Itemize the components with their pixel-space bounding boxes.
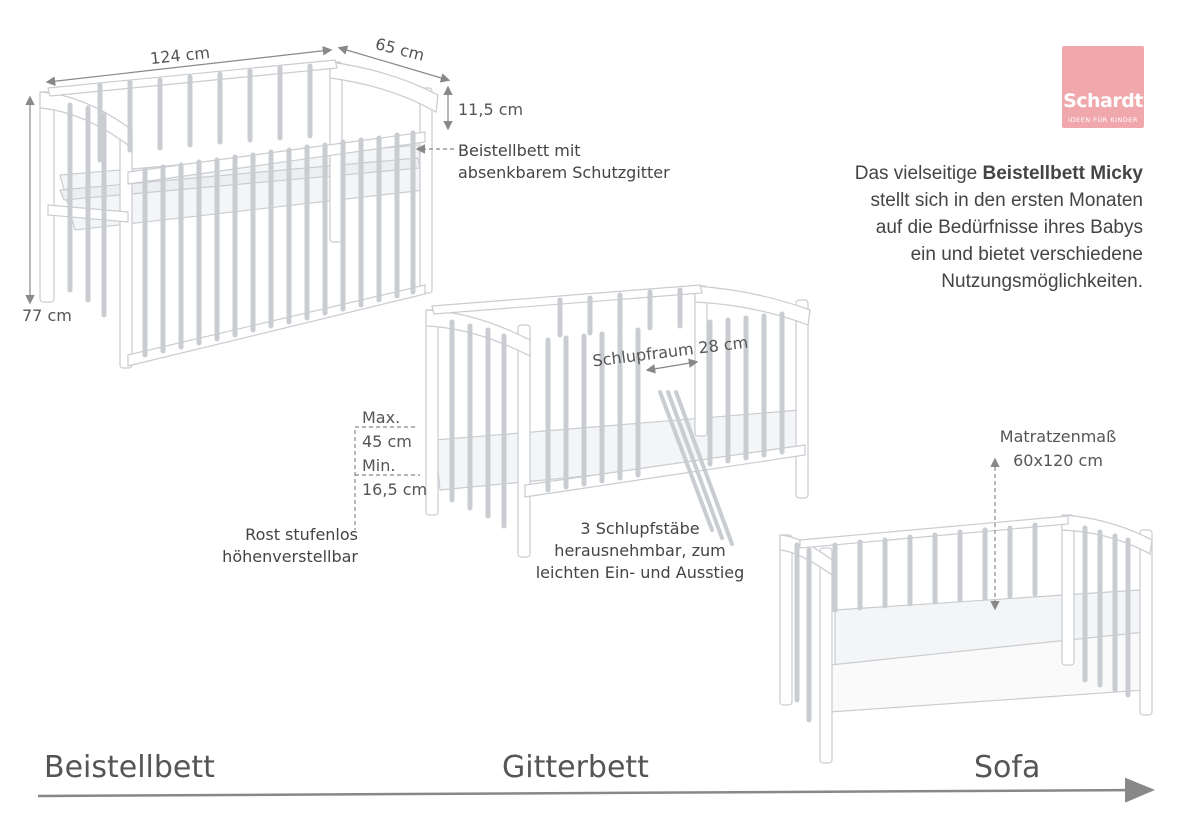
crib-side-bed-image: [39, 59, 439, 369]
base-note: Rost stufenlos höhenverstellbar: [210, 524, 358, 568]
logo-name: Schardt: [1063, 90, 1143, 112]
intro-line: auf die Bedürfnisse ihres Babys: [875, 217, 1143, 238]
intro-paragraph: Das vielseitige Beistellbett Micky stell…: [700, 160, 1143, 295]
stage-side-bed: Beistellbett: [44, 750, 215, 785]
slats-note-line: 3 Schlupfstäbe: [580, 519, 700, 538]
slats-note: 3 Schlupfstäbe herausnehmbar, zum leicht…: [520, 518, 760, 584]
intro-line: stellt sich in den ersten Monaten: [870, 190, 1144, 211]
stage-cot: Gitterbett: [502, 750, 649, 785]
base-note-line: höhenverstellbar: [222, 547, 358, 566]
base-note-line: Rost stufenlos: [245, 525, 358, 544]
side-bed-note-line: absenkbarem Schutzgitter: [458, 163, 670, 182]
intro-line: ein und bietet verschiedene: [910, 244, 1143, 265]
base-min-label: Min.: [362, 456, 396, 475]
timeline-arrow: [37, 777, 1155, 803]
intro-prefix: Das vielseitige: [854, 163, 978, 184]
dimension-lines: [25, 45, 1000, 611]
side-bed-note: Beistellbett mit absenkbarem Schutzgitte…: [458, 140, 670, 184]
side-bed-note-line: Beistellbett mit: [458, 141, 581, 160]
slats-note-line: herausnehmbar, zum: [554, 541, 726, 560]
mattress-label: Matratzenmaß: [999, 427, 1117, 446]
crib-cot-image: [425, 284, 811, 558]
rail-drop-label: 11,5 cm: [458, 100, 524, 119]
stage-sofa: Sofa: [974, 750, 1041, 785]
base-max-value: 45 cm: [362, 432, 412, 451]
sofa-image: [779, 514, 1153, 764]
mattress-value: 60x120 cm: [1013, 451, 1103, 470]
intro-product: Beistellbett Micky: [982, 163, 1144, 184]
base-max-label: Max.: [362, 408, 401, 427]
logo-tagline: IDEEN FÜR KINDER: [1068, 116, 1138, 124]
schardt-logo: Schardt IDEEN FÜR KINDER: [1062, 46, 1144, 128]
height-label: 77 cm: [22, 306, 72, 325]
base-min-value: 16,5 cm: [362, 480, 428, 499]
slats-note-line: leichten Ein- und Ausstieg: [535, 563, 745, 582]
intro-line: Nutzungsmöglichkeiten.: [941, 271, 1143, 292]
intro-line: Das vielseitige Beistellbett Micky: [700, 160, 1143, 187]
